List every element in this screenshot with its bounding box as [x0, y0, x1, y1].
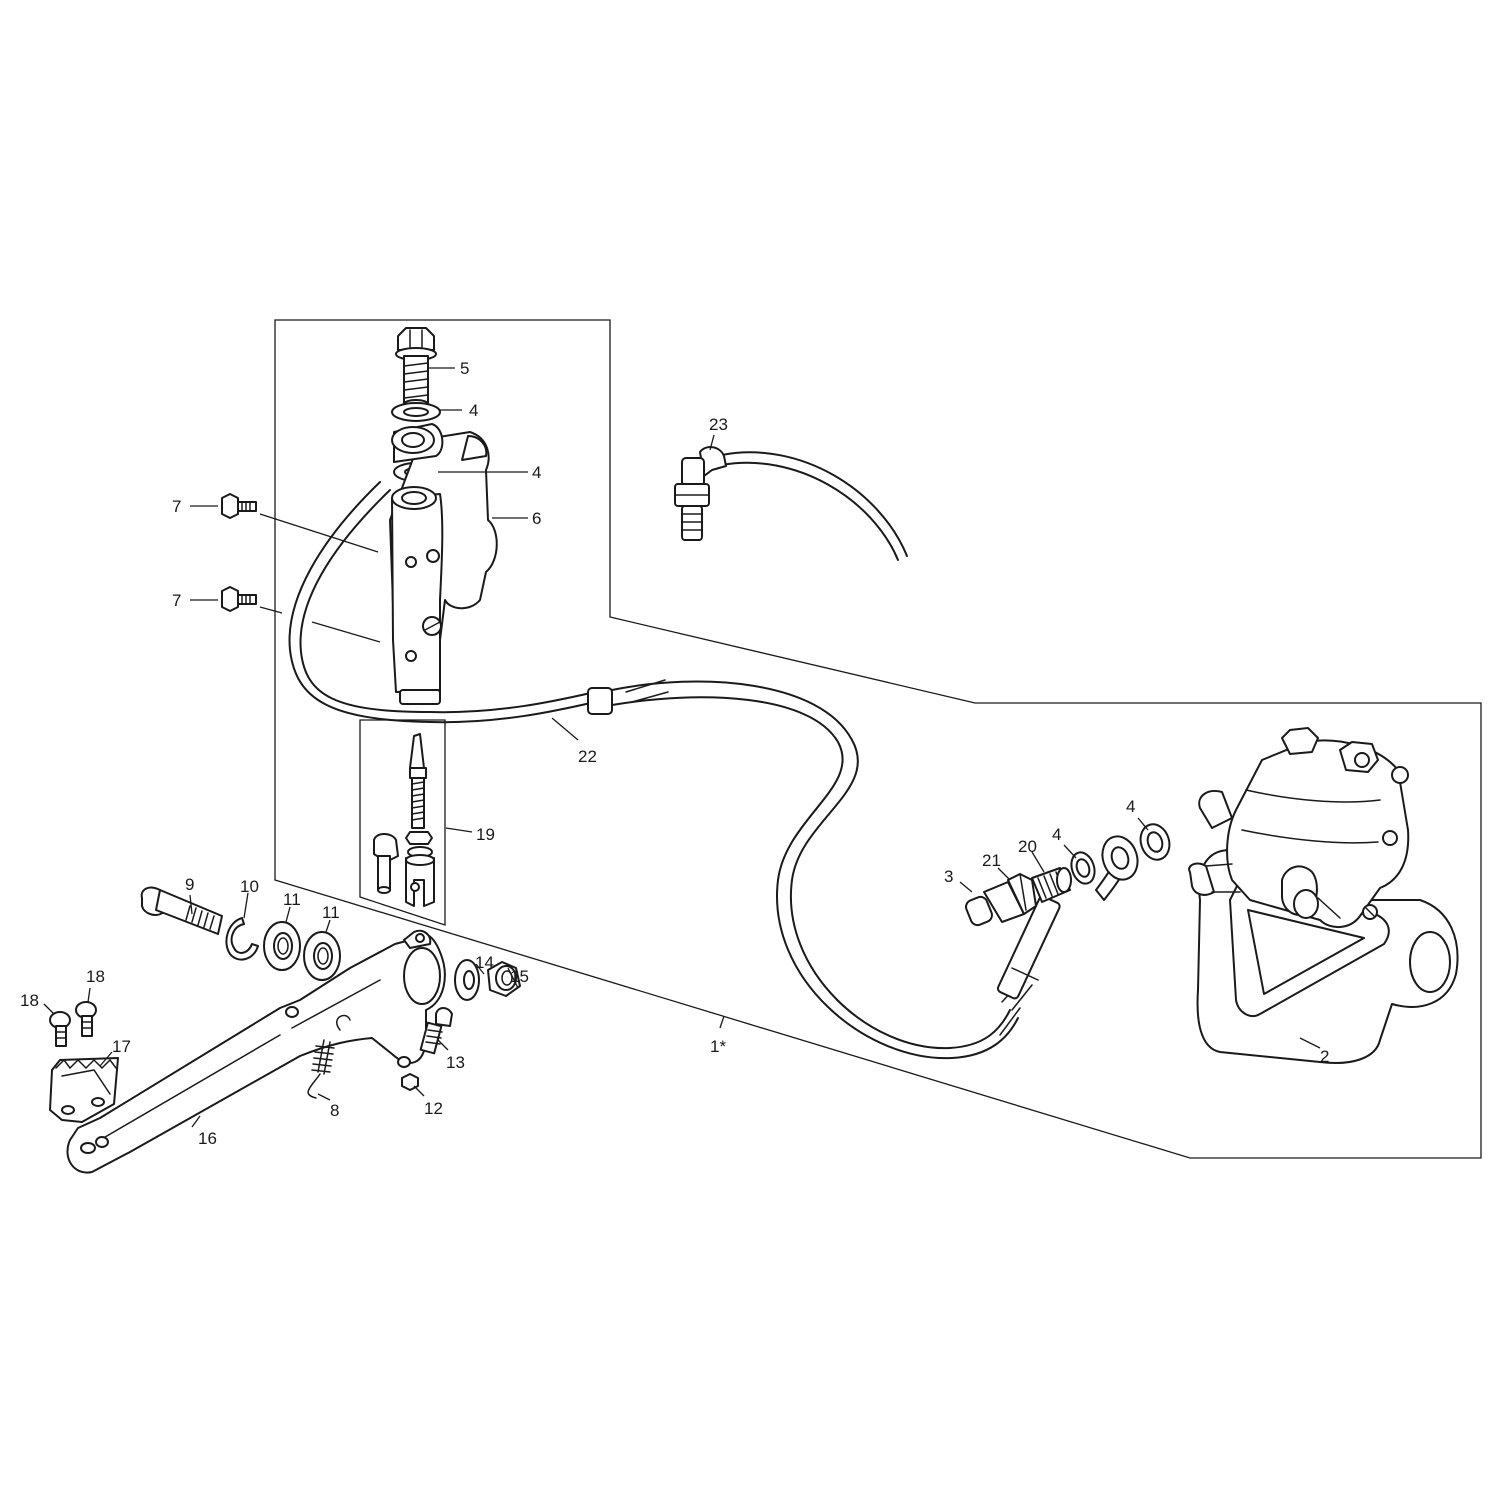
part-4-sealing-washer: [391, 402, 441, 422]
callout-8: 8: [330, 1101, 339, 1120]
part-15-lock-nut: [487, 961, 521, 997]
callout-17: 17: [112, 1037, 131, 1056]
part-20-banjo-bolt: [1031, 867, 1072, 903]
part-3-bleeder-cap: [965, 895, 993, 927]
callout-15: 15: [510, 967, 529, 986]
part-18-screw: [75, 1001, 97, 1037]
part-4-sealing-washer: [1139, 823, 1171, 861]
part-21-bleed-screw: [983, 873, 1037, 923]
callout-leader-lines: [43, 367, 1321, 1128]
part-8-return-spring: [307, 1014, 351, 1099]
callout-19: 19: [476, 825, 495, 844]
callout-13: 13: [446, 1053, 465, 1072]
part-19-pushrod-kit: [373, 733, 435, 907]
part-14-washer: [454, 959, 480, 1001]
callout-4: 4: [469, 401, 478, 420]
part-9-pivot-bolt: [140, 886, 223, 935]
callout-10: 10: [240, 877, 259, 896]
callout-9: 9: [185, 875, 194, 894]
callout-5: 5: [460, 359, 469, 378]
callout-18: 18: [86, 967, 105, 986]
part-17-pedal-step: [49, 1057, 119, 1123]
callout-18: 18: [20, 991, 39, 1010]
part-13-stop-bolt: [419, 1007, 453, 1055]
callout-14: 14: [475, 953, 494, 972]
callout-12: 12: [424, 1099, 443, 1118]
part-16-brake-pedal: [66, 929, 446, 1174]
callout-11: 11: [283, 890, 301, 909]
part-2-brake-caliper: [1188, 727, 1459, 1064]
part-4-sealing-washer: [1070, 851, 1096, 885]
callout-4: 4: [532, 463, 541, 482]
part-7-bolt: [221, 586, 257, 612]
callout-4: 4: [1052, 825, 1061, 844]
callout-1: 1*: [710, 1037, 726, 1056]
callout-20: 20: [1018, 837, 1037, 856]
part-7-bolt: [221, 493, 257, 519]
part-10-circlip: [225, 917, 259, 961]
callout-7: 7: [172, 591, 181, 610]
callout-6: 6: [532, 509, 541, 528]
callout-23: 23: [709, 415, 728, 434]
part-6-master-cylinder: [389, 423, 498, 705]
callout-16: 16: [198, 1129, 217, 1148]
callout-21: 21: [982, 851, 1001, 870]
part-23-hose-fitting: [674, 446, 908, 561]
hose-banjo-fitting: [1101, 835, 1139, 881]
callout-22: 22: [578, 747, 597, 766]
part-11-bearing: [263, 921, 301, 971]
kit-boundary-frame: [274, 319, 1482, 1159]
pushrod-kit-box: [359, 719, 446, 926]
callout-2: 2: [1320, 1047, 1329, 1066]
callout-3: 3: [944, 867, 953, 886]
callout-11: 11: [322, 903, 340, 922]
callout-7: 7: [172, 497, 181, 516]
callout-4: 4: [1126, 797, 1135, 816]
part-18-screw: [49, 1011, 71, 1047]
part-11-bearing: [303, 931, 341, 981]
